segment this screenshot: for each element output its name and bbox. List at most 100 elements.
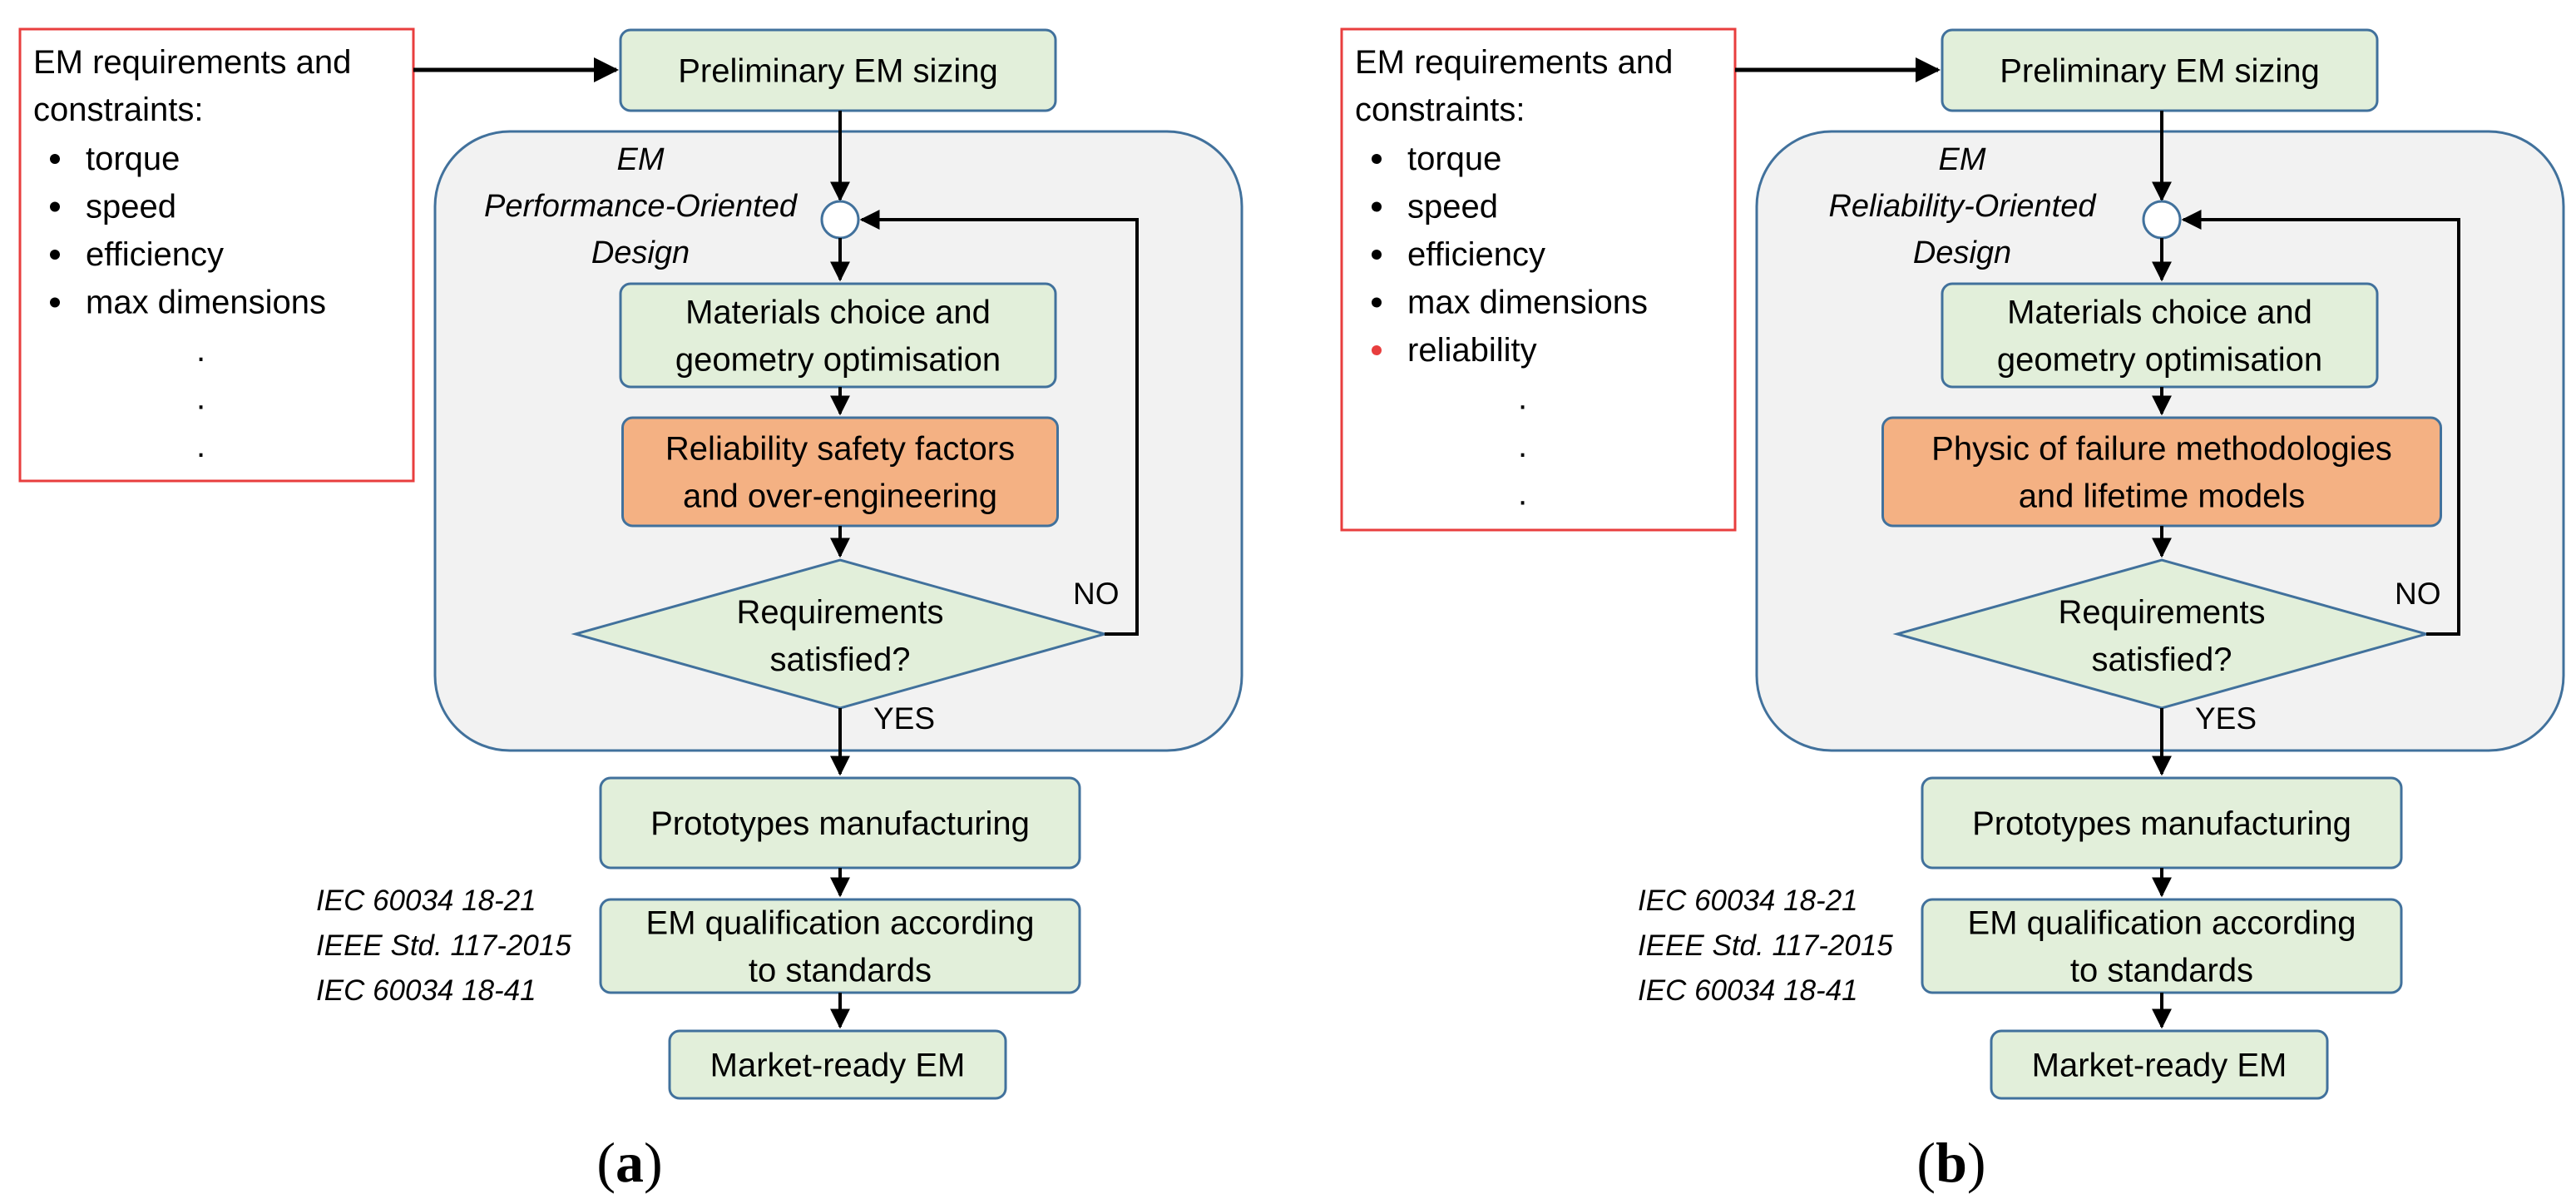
ellipsis-dot: . — [1518, 476, 1527, 513]
preliminary-sizing-box-text-1: Preliminary EM sizing — [2000, 53, 2320, 90]
bullet-dot — [1372, 297, 1382, 308]
preliminary-sizing-box-text-1: Preliminary EM sizing — [678, 53, 998, 90]
requirement-item: torque — [86, 141, 180, 177]
design-label-line-3: Design — [591, 235, 690, 270]
reliability-step-box-text-1: Physic of failure methodologies — [1931, 431, 2392, 468]
qualification-box-text-2: to standards — [2070, 953, 2253, 989]
requirement-item-reliability: reliability — [1407, 332, 1537, 369]
materials-geometry-box-shape — [619, 282, 1057, 389]
requirement-item: max dimensions — [1407, 285, 1648, 321]
branch-label-yes: YES — [873, 701, 935, 736]
preliminary-sizing-box-shape — [619, 28, 1057, 112]
requirement-item: torque — [1407, 141, 1501, 177]
standard-item: IEC 60034 18-21 — [316, 884, 536, 917]
materials-geometry-box-text-1: Materials choice and — [685, 295, 991, 331]
arrow-no-loop — [859, 210, 1139, 636]
preliminary-sizing-box: Preliminary EM sizing — [1941, 28, 2379, 112]
ellipsis-dot: . — [196, 428, 205, 464]
arrow-no-loop — [2181, 210, 2460, 636]
qualification-box-text-1: EM qualification according — [646, 905, 1035, 942]
standard-item: IEC 60034 18-41 — [1638, 974, 1858, 1007]
standard-item: IEEE Std. 117-2015 — [316, 929, 571, 962]
requirements-box: EM requirements and constraints: torque spe… — [1340, 27, 1737, 532]
design-label-line-2: Reliability-Oriented — [1828, 189, 2097, 224]
market-ready-box-shape — [668, 1029, 1007, 1100]
requirements-box: EM requirements and constraints: torque spe… — [18, 27, 415, 483]
ellipsis-dot: . — [1518, 428, 1527, 464]
reliability-step-box: Physic of failure methodologies and lifet… — [1881, 416, 2442, 528]
bullet-dot — [50, 201, 60, 212]
ellipsis-dot: . — [1518, 380, 1527, 417]
market-ready-box-text-1: Market-ready EM — [2032, 1048, 2287, 1084]
bullet-dot — [50, 297, 60, 308]
panel-a: EM requirements and constraints: torque spe… — [18, 27, 1244, 1194]
market-ready-box-shape — [1990, 1029, 2329, 1100]
bullet-dot — [50, 250, 60, 260]
materials-geometry-box-text-2: geometry optimisation — [675, 342, 1001, 379]
requirement-item: max dimensions — [86, 285, 326, 321]
panel-label: (a) — [596, 1131, 662, 1194]
qualification-box: EM qualification according to standards — [599, 898, 1081, 994]
design-label-line-1: EM — [1939, 142, 1986, 177]
panel-b: EM requirements and constraints: torque spe… — [1340, 27, 2565, 1194]
requirements-subtitle: constraints: — [1355, 92, 1525, 128]
standard-item: IEEE Std. 117-2015 — [1638, 929, 1893, 962]
materials-geometry-box: Materials choice and geometry optimisatio… — [619, 282, 1057, 389]
preliminary-sizing-box: Preliminary EM sizing — [619, 28, 1057, 112]
prototypes-box: Prototypes manufacturing — [1921, 776, 2403, 870]
requirement-item: speed — [1407, 189, 1498, 225]
branch-label-yes: YES — [2195, 701, 2257, 736]
standard-item: IEC 60034 18-41 — [316, 974, 536, 1007]
loop-junction — [2142, 200, 2182, 240]
panel-label: (b) — [1916, 1131, 1985, 1194]
loop-junction — [820, 200, 860, 240]
decision-text-1: Requirements — [2058, 594, 2265, 631]
bullet-dot — [1372, 250, 1382, 260]
bullet-dot — [1372, 201, 1382, 212]
materials-geometry-box-text-2: geometry optimisation — [1997, 342, 2322, 379]
reliability-step-box: Reliability safety factors and over-engin… — [621, 416, 1059, 528]
branch-label-no: NO — [1073, 577, 1120, 611]
qualification-box-text-1: EM qualification according — [1968, 905, 2356, 942]
reliability-step-box-text-2: and over-engineering — [683, 478, 997, 515]
requirements-title: EM requirements and — [33, 44, 351, 81]
materials-geometry-box-text-1: Materials choice and — [2007, 295, 2312, 331]
qualification-box-text-2: to standards — [749, 953, 932, 989]
reliability-step-box-text-1: Reliability safety factors — [665, 431, 1015, 468]
design-label-line-2: Performance-Oriented — [484, 189, 799, 224]
market-ready-box-text-1: Market-ready EM — [710, 1048, 966, 1084]
decision-diamond: Requirements satisfied? — [571, 558, 1110, 710]
requirements-box-border — [18, 27, 415, 483]
ellipsis-dot: . — [196, 380, 205, 417]
requirement-item: efficiency — [1407, 236, 1545, 273]
standard-item: IEC 60034 18-21 — [1638, 884, 1858, 917]
panel-label-letter: b — [1936, 1131, 1967, 1194]
requirements-subtitle: constraints: — [33, 92, 204, 128]
bullet-dot — [50, 154, 60, 164]
market-ready-box: Market-ready EM — [668, 1029, 1007, 1100]
panel-label-letter: a — [616, 1131, 644, 1194]
requirements-box-border — [1340, 27, 1737, 532]
requirement-item: efficiency — [86, 236, 224, 273]
decision-text-2: satisfied? — [770, 642, 911, 678]
materials-geometry-box-shape — [1941, 282, 2379, 389]
qualification-box: EM qualification according to standards — [1921, 898, 2403, 994]
prototypes-box-text-1: Prototypes manufacturing — [1972, 805, 2351, 842]
requirements-title: EM requirements and — [1355, 44, 1673, 81]
prototypes-box-text-1: Prototypes manufacturing — [650, 805, 1030, 842]
requirement-item: speed — [86, 189, 176, 225]
reliability-step-box-text-2: and lifetime models — [2019, 478, 2306, 515]
design-label-line-1: EM — [617, 142, 665, 177]
design-label-line-3: Design — [1913, 235, 2011, 270]
prototypes-box: Prototypes manufacturing — [599, 776, 1081, 870]
market-ready-box: Market-ready EM — [1990, 1029, 2329, 1100]
ellipsis-dot: . — [196, 332, 205, 369]
decision-text-1: Requirements — [736, 594, 943, 631]
bullet-dot — [1372, 154, 1382, 164]
materials-geometry-box: Materials choice and geometry optimisatio… — [1941, 282, 2379, 389]
